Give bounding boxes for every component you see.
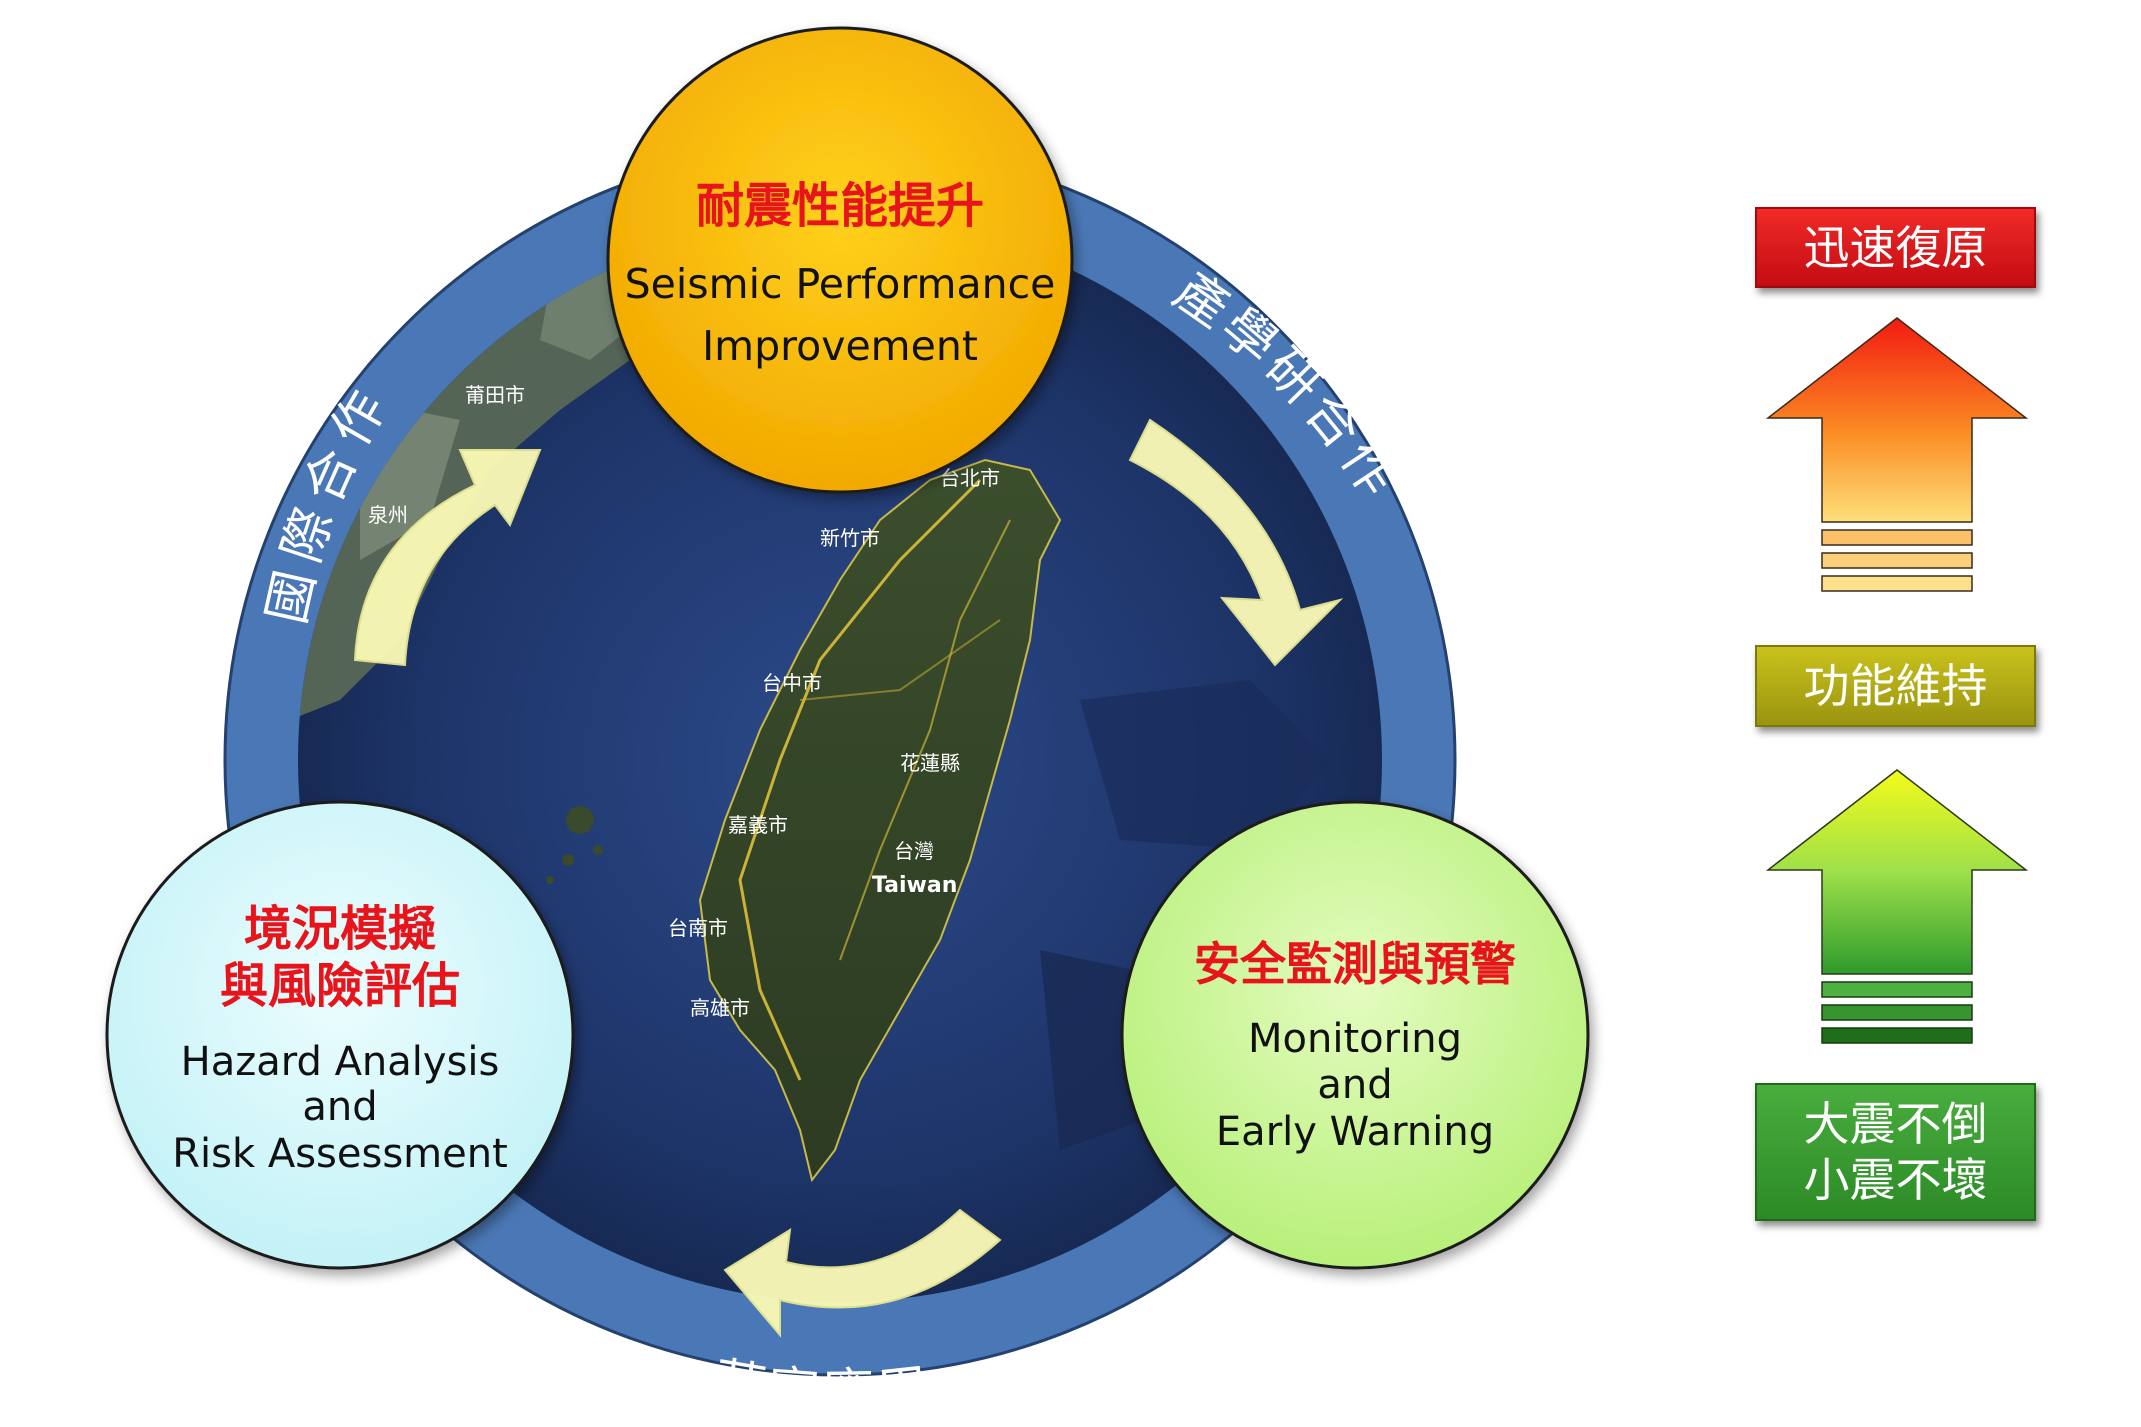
level-arrow-lower — [1765, 769, 2029, 1044]
level-function-maintained-label: 功能維持 — [1803, 659, 1988, 713]
node-monitoring — [1120, 800, 1590, 1270]
node-right-en-line1: Monitoring — [1248, 1016, 1462, 1062]
map-label-hsinchu: 新竹市 — [820, 526, 880, 550]
cycle-arrow-left — [353, 449, 542, 667]
node-left-title-line1: 境況模擬 — [244, 901, 436, 957]
node-top-en-line2: Improvement — [702, 322, 978, 370]
node-right-title: 安全監測與預警 — [1194, 937, 1516, 991]
level-rapid-recovery: 迅速復原 — [1755, 207, 2036, 288]
node-hazard-analysis — [105, 800, 575, 1270]
level-function-maintained: 功能維持 — [1755, 645, 2036, 727]
node-right-en-line2: and — [1317, 1062, 1392, 1108]
level-rapid-recovery-label: 迅速復原 — [1803, 220, 1988, 275]
level-arrow-upper — [1765, 317, 2029, 592]
map-label-taipei: 台北市 — [940, 466, 1000, 490]
node-left-en-line2: and — [302, 1084, 377, 1130]
cycle-arrow-right — [1128, 418, 1344, 667]
map-label-taichung: 台中市 — [762, 671, 822, 695]
node-left-en-line3: Risk Assessment — [172, 1131, 508, 1177]
level-no-collapse-line1: 大震不倒 — [1803, 1097, 1988, 1151]
node-seismic-performance — [606, 26, 1074, 494]
map-label-putian: 莆田市 — [465, 383, 525, 407]
map-label-chiayi: 嘉義市 — [728, 813, 788, 837]
node-left-en-line1: Hazard Analysis — [181, 1039, 500, 1085]
map-label-kaohsiung: 高雄市 — [690, 996, 750, 1020]
map-label-taiwan-en: Taiwan — [872, 873, 957, 898]
map-label-hualien: 花蓮縣 — [900, 751, 960, 775]
map-label-tainan: 台南市 — [668, 916, 728, 940]
map-label-quanzhou: 泉州 — [368, 503, 408, 527]
level-no-collapse-line2: 小震不壞 — [1803, 1153, 1988, 1207]
map-label-taiwan-zh: 台灣 — [894, 839, 934, 863]
node-left-title-line2: 與風險評估 — [220, 958, 460, 1014]
node-right-en-line3: Early Warning — [1216, 1109, 1494, 1155]
level-no-collapse: 大震不倒 小震不壞 — [1755, 1083, 2036, 1221]
cycle-arrow-bottom — [723, 1208, 1002, 1338]
node-top-title: 耐震性能提升 — [696, 178, 984, 234]
node-top-en-line1: Seismic Performance — [625, 260, 1056, 308]
